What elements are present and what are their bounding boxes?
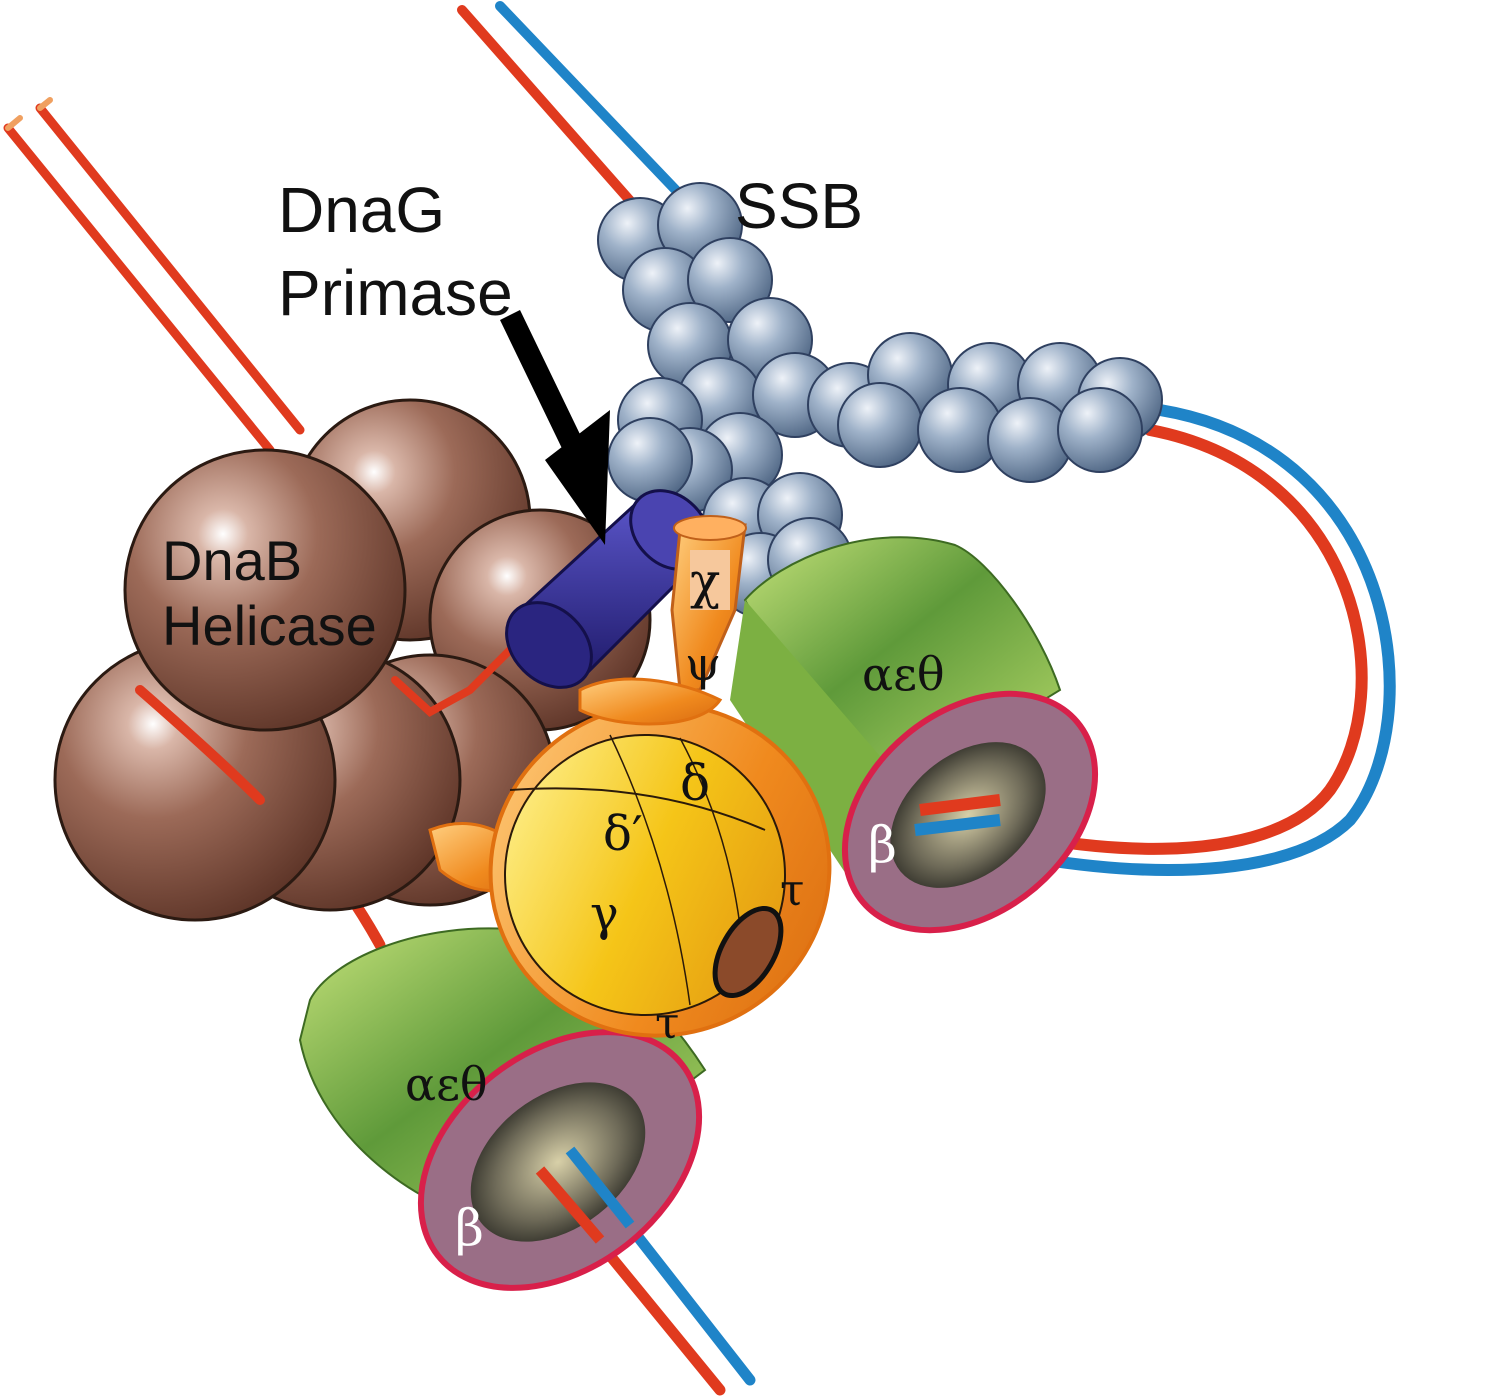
lagging-loop-blue — [909, 404, 1396, 876]
ssb-bead — [607, 417, 693, 503]
dnag-label-line1: DnaG — [278, 174, 445, 246]
ssb-bead — [1057, 387, 1143, 473]
chi-psi-stalk — [670, 515, 747, 692]
ssb-bead — [687, 237, 773, 323]
tau-right-label: τ — [780, 865, 804, 916]
ssb-label: SSB — [735, 170, 863, 242]
beta-upper-label: β — [868, 816, 897, 874]
gamma-label: γ — [590, 886, 619, 942]
tau-cap — [712, 905, 784, 999]
tau-bottom-label: τ — [655, 998, 679, 1049]
delta-prime-label: δ′ — [603, 806, 643, 862]
dnag-label-line2: Primase — [278, 257, 513, 329]
parental-strand-b — [35, 103, 305, 435]
ssb-protein-cluster — [597, 182, 1163, 618]
clamp-loader-complex — [428, 515, 832, 1038]
psi-label: ψ — [685, 637, 721, 691]
parental-strand-a — [3, 123, 275, 455]
lagging-duplex-blue — [495, 1, 695, 210]
lagging-duplex-red — [457, 5, 645, 217]
dnab-label-line1: DnaB — [162, 529, 302, 592]
delta-label: δ — [680, 754, 710, 812]
chi-label: χ — [690, 552, 720, 610]
polymerase-lower-label: αεθ — [405, 1057, 488, 1111]
dnag-primase — [505, 489, 711, 689]
helicase-subunit — [123, 448, 407, 732]
beta-lower-label: β — [455, 1199, 484, 1257]
ssb-bead — [837, 382, 923, 468]
polymerase-upper-label: αεθ — [862, 647, 945, 701]
primase-pointer-arrow — [500, 310, 610, 545]
beta-clamp-upper — [841, 690, 1099, 934]
gamma-complex-core — [504, 734, 786, 1016]
dnab-label-line2: Helicase — [162, 594, 377, 657]
lagging-loop-red — [914, 424, 1368, 855]
dnab-helicase — [53, 398, 652, 922]
